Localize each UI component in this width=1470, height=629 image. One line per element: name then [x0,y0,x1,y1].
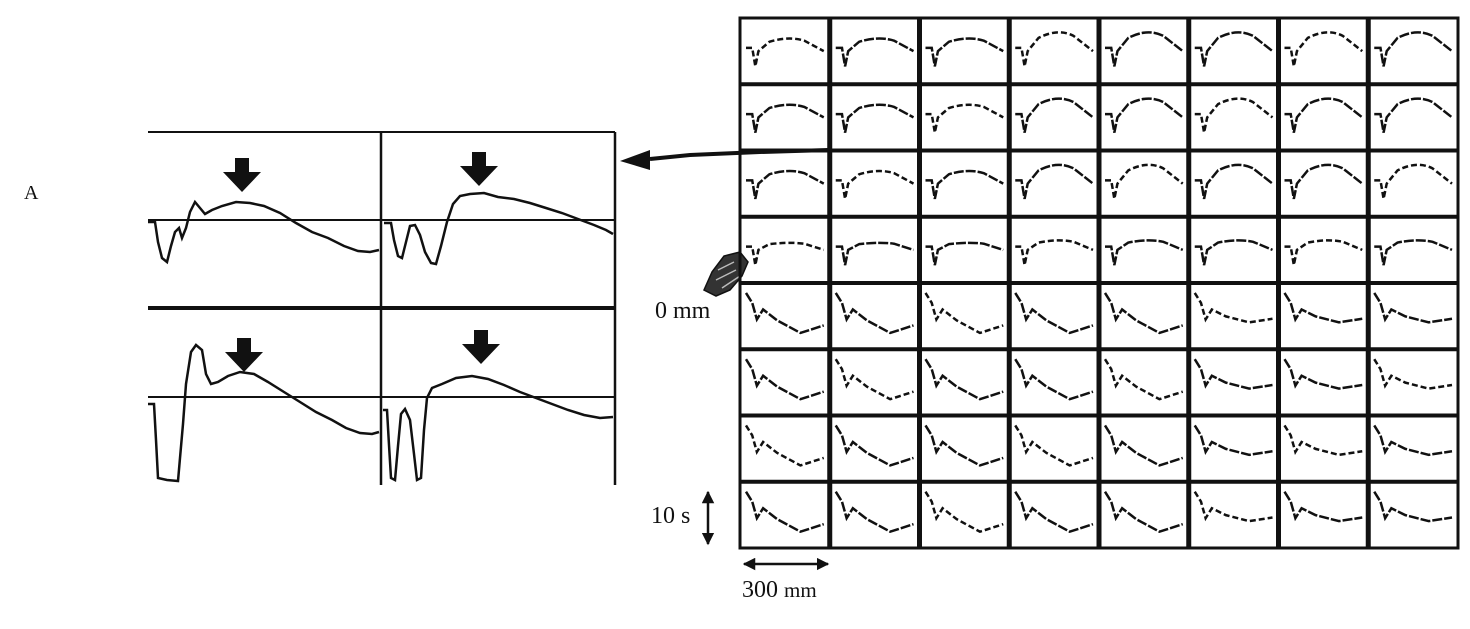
grid-cell-trace [746,241,825,266]
grid-cell-trace [1103,424,1184,467]
distance-scale-unit: mm [784,578,817,602]
grid-cell-trace [834,424,914,467]
down-arrow-icon [225,338,263,372]
grid-cell-trace [1194,97,1274,133]
grid-cell-trace [1373,292,1453,324]
zoom-panel [148,131,617,485]
distance-scale-label: 300 mm [742,577,817,604]
grid-cell-trace [925,169,1004,200]
zoom-trace [148,343,380,483]
grid-cell-trace [1373,491,1453,523]
grid-cell-trace [1103,358,1184,401]
panel-label: A [24,182,39,204]
grid-cell-trace [1014,491,1094,534]
zero-position-label: 0 mm [655,298,711,324]
grid-cell-trace [746,103,825,133]
grid-cell-trace [1283,292,1363,324]
grid-cell-trace [1374,97,1453,133]
grid-cell-trace [1105,239,1184,266]
down-arrow-icon [460,152,498,186]
grid-cell-trace [834,358,914,401]
zoom-trace [384,191,614,266]
grid-cell-trace [834,491,914,534]
grid-cell-trace [1284,97,1364,133]
grid-cell-trace [1193,292,1273,324]
grid-cell-trace [1193,491,1273,523]
grid-cell-trace [1015,239,1094,266]
time-scale-label: 10 s [651,503,691,529]
grid-cell-trace [924,491,1004,534]
grid-cell-trace [1193,424,1273,457]
grid-cell-trace [1373,358,1453,390]
grid-cell-trace [924,292,1004,335]
grid-cell-trace [1015,31,1094,67]
grid-cell-trace [1103,292,1184,335]
zoom-trace [383,374,614,482]
grid-cell-trace [924,424,1004,467]
down-arrow-icon [462,330,500,364]
grid-cell-trace [1014,358,1094,401]
grid-traces [744,31,1453,534]
grid-cell-trace [1194,239,1273,266]
grid-cell-trace [1283,424,1363,457]
distance-scale-value: 300 [742,577,778,603]
grid-cell-trace [924,358,1004,401]
grid-cell-trace [1284,239,1363,266]
grid-cell-trace [1374,31,1453,67]
grid-cell-trace [1283,358,1363,390]
grid-cell-trace [1374,163,1453,200]
grid-cell-trace [1105,163,1184,200]
grid-cell-trace [835,169,915,200]
grid-cell-trace [1284,31,1364,67]
grid-cell-trace [835,241,914,266]
grid-cell-trace [744,491,825,534]
grid-cell-trace [1373,424,1453,457]
grid-cell-trace [744,424,825,467]
grid-cell-trace [746,169,825,200]
grid-cell-trace [1193,358,1273,390]
zoom-trace [148,199,380,265]
grid-cell-trace [1194,163,1274,200]
grid-cell-trace [1105,31,1184,67]
grid-cell-trace [834,292,914,335]
grid-cell-trace [1284,163,1364,200]
pointer-arrow-icon [620,148,829,170]
grid-cell-trace [925,37,1004,67]
grid-cell-trace [1015,163,1094,200]
grid-cell-trace [746,37,825,67]
probe-icon [703,251,749,297]
grid-cell-trace [1014,424,1094,467]
grid-cell-trace [744,358,825,401]
grid-cell-trace [1194,31,1274,67]
grid-cell-trace [1103,491,1184,534]
grid-cell-trace [925,103,1004,133]
grid-cell-trace [1283,491,1363,523]
grid-cell-trace [1105,97,1184,133]
down-arrow-icon [223,158,261,192]
grid-cell-trace [744,292,825,335]
grid-cell-trace [1015,97,1094,133]
grid-cell-trace [1014,292,1094,335]
waveform-grid [738,16,1460,550]
grid-cell-trace [925,241,1004,266]
grid-cell-trace [835,103,915,133]
grid-cell-trace [835,37,915,67]
grid-cell-trace [1374,239,1453,266]
